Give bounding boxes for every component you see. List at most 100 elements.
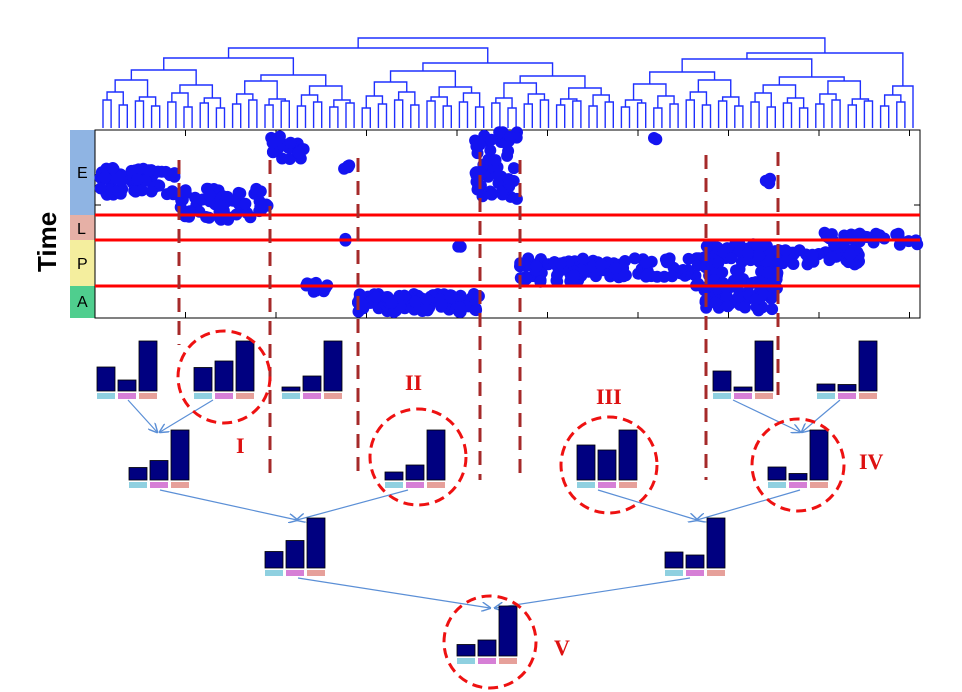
group-label-i: I bbox=[236, 433, 245, 458]
timeline-point bbox=[135, 184, 148, 197]
dendrogram-link bbox=[167, 101, 177, 128]
timeline-point bbox=[640, 270, 652, 283]
timeline-point bbox=[106, 162, 119, 174]
histogram-g10 bbox=[264, 517, 326, 576]
dendrogram-link bbox=[831, 99, 841, 128]
histogram-legend-swatch bbox=[97, 393, 115, 399]
timeline-point bbox=[651, 270, 664, 283]
histogram-bar bbox=[128, 467, 148, 481]
highlight-circle bbox=[559, 415, 659, 515]
cut-lines bbox=[177, 152, 780, 480]
histogram-bar bbox=[816, 383, 836, 392]
histogram-legend-swatch bbox=[324, 393, 342, 399]
dendrogram-link bbox=[102, 99, 112, 128]
highlight-circle bbox=[750, 417, 846, 513]
stage-lanes: E L P A bbox=[70, 130, 95, 318]
histogram-g3 bbox=[281, 340, 343, 399]
dendrogram-link bbox=[150, 105, 161, 128]
dendrogram-link bbox=[620, 106, 631, 128]
dendrogram-link bbox=[782, 102, 793, 128]
merge-arrow bbox=[297, 489, 409, 520]
histogram-legend-swatch bbox=[577, 482, 595, 488]
dendrogram-link bbox=[523, 103, 533, 128]
timeline-point bbox=[628, 252, 641, 265]
timeline-point bbox=[166, 185, 179, 198]
dendrogram-link bbox=[815, 103, 825, 128]
dendrogram-link bbox=[458, 101, 469, 128]
dendrogram-link bbox=[701, 104, 712, 128]
timeline-point bbox=[660, 256, 673, 269]
lane-label-l: L bbox=[77, 221, 86, 238]
dendrogram-link bbox=[539, 99, 550, 128]
group-label-v: V bbox=[554, 635, 570, 660]
dendrogram-link bbox=[345, 102, 355, 128]
dendrogram-link bbox=[215, 107, 226, 128]
histogram-bar bbox=[306, 517, 326, 569]
histogram-bar bbox=[117, 379, 137, 392]
histogram-legend-swatch bbox=[859, 393, 877, 399]
lane-p bbox=[70, 240, 95, 286]
dendrogram-link bbox=[280, 100, 290, 128]
dendrogram-link bbox=[442, 105, 452, 128]
dendrogram-link bbox=[689, 91, 708, 105]
dendrogram-link bbox=[248, 99, 258, 128]
dendrogram-link bbox=[588, 105, 598, 128]
dendrogram-link bbox=[555, 104, 566, 128]
histogram-g2 bbox=[193, 340, 255, 399]
dendrogram-link bbox=[312, 101, 323, 128]
histogram-legend-swatch bbox=[810, 482, 828, 488]
timeline-point bbox=[890, 228, 903, 241]
timeline-point bbox=[203, 189, 216, 202]
dendrogram-link bbox=[357, 37, 826, 53]
timeline-point bbox=[292, 146, 305, 159]
histogram-legend-swatch bbox=[598, 482, 616, 488]
histogram-bar bbox=[323, 340, 343, 392]
histogram-bar bbox=[281, 386, 301, 392]
lane-label-p: P bbox=[77, 256, 88, 273]
histogram-legend-swatch bbox=[686, 570, 704, 576]
timeline-point bbox=[266, 145, 279, 158]
histogram-legend-swatch bbox=[129, 482, 147, 488]
histogram-bar bbox=[456, 644, 476, 657]
timeline-point bbox=[750, 239, 763, 252]
histogram-bar bbox=[706, 517, 726, 569]
dendrogram-link bbox=[559, 98, 578, 105]
timeline-point bbox=[766, 303, 779, 316]
timeline-point bbox=[567, 269, 580, 282]
histogram-legend-swatch bbox=[286, 570, 304, 576]
timeline-point bbox=[393, 289, 406, 302]
dendrogram-link bbox=[879, 105, 890, 128]
merge-arrows bbox=[127, 399, 841, 608]
histogram-legend-swatch bbox=[768, 482, 786, 488]
merge-arrow bbox=[732, 399, 800, 432]
timeline-point bbox=[283, 153, 296, 165]
histogram-g8 bbox=[576, 429, 638, 488]
dendrogram-link bbox=[179, 84, 214, 98]
timeline-point bbox=[452, 240, 465, 253]
dendrogram-link bbox=[365, 95, 384, 108]
highlight-circle bbox=[442, 594, 538, 690]
timeline-point bbox=[357, 302, 370, 315]
dendrogram-link bbox=[892, 85, 914, 128]
timeline-point bbox=[639, 256, 652, 269]
histogram-bar bbox=[576, 444, 596, 481]
dendrogram-link bbox=[134, 100, 145, 128]
dendrogram-link bbox=[397, 91, 416, 105]
timeline-point bbox=[764, 172, 776, 185]
timeline-point bbox=[338, 162, 351, 175]
histogram-g9 bbox=[767, 429, 829, 488]
dendrogram-link bbox=[231, 103, 242, 128]
histogram-legend-swatch bbox=[707, 570, 725, 576]
group-labels: I II III IV V bbox=[236, 370, 884, 660]
histogram-g1 bbox=[96, 340, 158, 399]
dendrogram-link bbox=[426, 100, 436, 128]
dendrogram-link bbox=[491, 102, 501, 128]
histogram-legend-swatch bbox=[236, 393, 254, 399]
dendrogram-link bbox=[863, 100, 874, 128]
timeline-point bbox=[420, 293, 433, 306]
timeline-point bbox=[492, 169, 505, 182]
histogram-legend-swatch bbox=[265, 570, 283, 576]
dendrogram-link bbox=[227, 47, 489, 63]
histogram-bar bbox=[837, 384, 857, 392]
